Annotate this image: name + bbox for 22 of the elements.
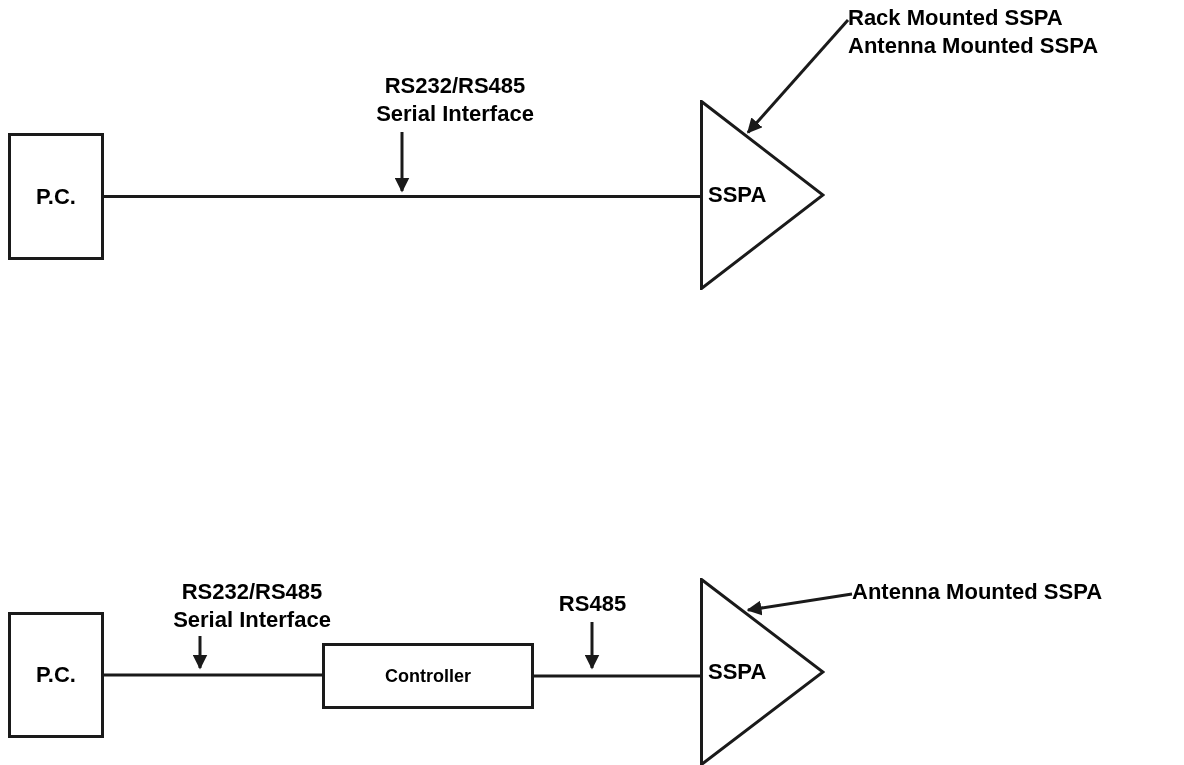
box-label: P.C. — [36, 182, 76, 211]
callout-label: RS485 — [558, 590, 627, 618]
callout-label: Antenna Mounted SSPA — [848, 31, 1099, 59]
signal-line — [534, 674, 700, 678]
pointer-arrow — [746, 592, 853, 616]
process-box — [8, 612, 104, 738]
callout-label: RS232/RS485 Serial Interface — [172, 578, 332, 633]
pointer-arrow — [746, 19, 850, 134]
box-label: P.C. — [36, 661, 76, 689]
box-label: Controller — [385, 664, 471, 688]
callout-label: RS232/RS485 Serial Interface — [375, 72, 535, 127]
amplifier-label: SSPA — [708, 661, 767, 683]
callout-label: Rack Mounted SSPA — [848, 4, 1063, 32]
process-box — [8, 133, 104, 260]
pointer-arrow — [192, 636, 208, 670]
pointer-arrow — [584, 622, 600, 670]
pointer-arrow — [394, 132, 410, 193]
signal-line — [104, 673, 322, 677]
process-box — [322, 643, 534, 709]
callout-label: Antenna Mounted SSPA — [852, 578, 1103, 606]
amplifier-label: SSPA — [708, 184, 767, 206]
signal-line — [104, 195, 700, 198]
